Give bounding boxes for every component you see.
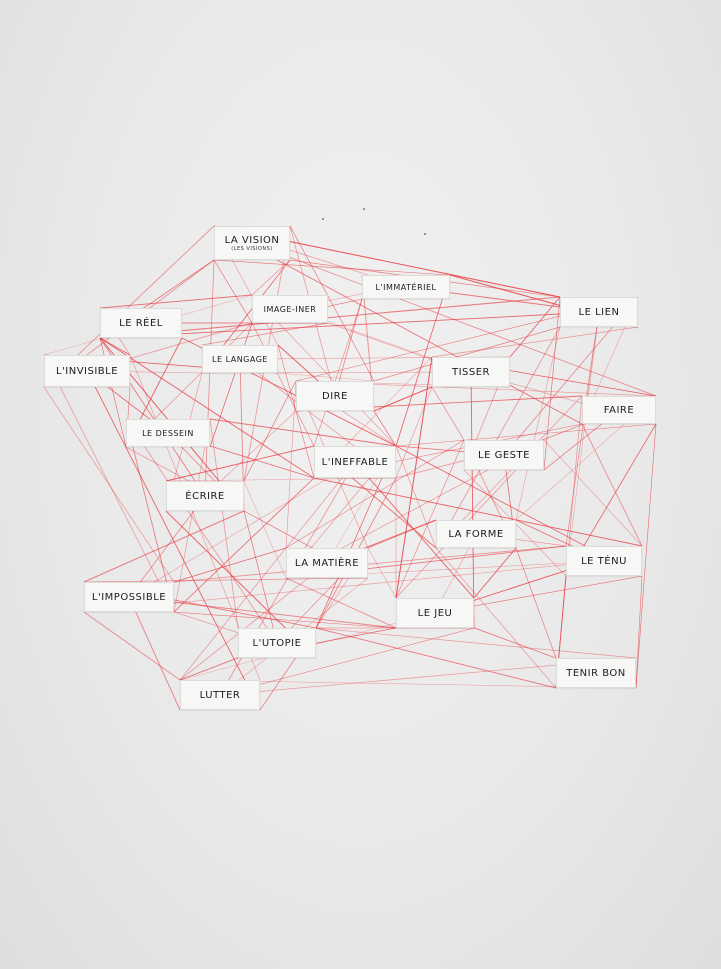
card-matiere: LA MATIÈRE xyxy=(286,548,368,578)
card-label: LA VISION xyxy=(225,235,280,246)
string-line xyxy=(316,628,556,688)
card-ecrire: ÉCRIRE xyxy=(166,481,244,511)
card-label: LE RÉEL xyxy=(119,318,163,329)
string-line xyxy=(244,381,296,481)
card-imageginer: IMAGE-INER xyxy=(252,295,328,323)
string-line xyxy=(244,481,286,578)
card-label: L'IMPOSSIBLE xyxy=(92,592,166,603)
pin-hole xyxy=(424,233,426,235)
string-line xyxy=(432,327,638,357)
card-impossible: L'IMPOSSIBLE xyxy=(84,582,174,612)
string-line xyxy=(214,260,252,323)
card-langage: LE LANGAGE xyxy=(202,345,278,373)
card-dessein: LE DESSEIN xyxy=(126,419,210,447)
card-tenu: LE TÉNU xyxy=(566,546,642,576)
pin-hole xyxy=(363,208,365,210)
card-forme: LA FORME xyxy=(436,520,516,548)
card-label: DIRE xyxy=(322,391,348,402)
card-label: L'INEFFABLE xyxy=(322,457,389,468)
string-line xyxy=(544,297,560,470)
string-line xyxy=(205,260,214,496)
string-line xyxy=(84,612,180,680)
card-immateriel: L'IMMATÉRIEL xyxy=(362,275,450,299)
card-label: L'UTOPIE xyxy=(253,638,302,649)
card-label: LE JEU xyxy=(418,608,453,619)
pin-hole xyxy=(322,218,324,220)
card-vision: LA VISION (LES VISIONS) xyxy=(214,226,290,260)
card-dire: DIRE xyxy=(296,381,374,411)
string-line xyxy=(432,387,464,440)
string-line xyxy=(202,323,328,345)
string-line xyxy=(210,323,252,447)
card-faire: FAIRE xyxy=(582,396,656,424)
string-line xyxy=(516,327,560,520)
string-line xyxy=(244,511,277,643)
card-label: ÉCRIRE xyxy=(185,491,224,502)
card-reel: LE RÉEL xyxy=(100,308,182,338)
card-invisible: L'INVISIBLE xyxy=(44,355,130,387)
string-line xyxy=(174,612,396,628)
string-line xyxy=(278,373,374,381)
card-tenirbon: TENIR BON xyxy=(556,658,636,688)
string-line xyxy=(636,576,642,688)
card-label: LUTTER xyxy=(200,690,241,701)
card-lien: LE LIEN xyxy=(560,297,638,327)
card-label: LE GESTE xyxy=(478,450,530,461)
card-label: IMAGE-INER xyxy=(264,304,317,315)
card-label: LE LIEN xyxy=(579,307,620,318)
string-line xyxy=(129,597,180,710)
card-label: LA MATIÈRE xyxy=(295,558,359,569)
card-label: TISSER xyxy=(452,367,490,378)
card-jeu: LE JEU xyxy=(396,598,474,628)
string-line xyxy=(396,387,432,478)
card-label: TENIR BON xyxy=(566,668,626,679)
card-label: LE DESSEIN xyxy=(142,428,194,439)
card-utopie: L'UTOPIE xyxy=(238,628,316,658)
card-label: LE LANGAGE xyxy=(212,354,268,365)
string-line xyxy=(510,297,560,357)
string-line xyxy=(286,381,296,548)
card-geste: LE GESTE xyxy=(464,440,544,470)
card-label: L'INVISIBLE xyxy=(56,366,118,377)
card-ineffable: L'INEFFABLE xyxy=(314,446,396,478)
string-line xyxy=(316,628,636,658)
card-sublabel: (LES VISIONS) xyxy=(231,246,273,252)
card-label: L'IMMATÉRIEL xyxy=(375,282,436,293)
string-line xyxy=(252,260,290,295)
card-tisser: TISSER xyxy=(432,357,510,387)
card-label: FAIRE xyxy=(604,405,634,416)
string-line xyxy=(286,578,396,628)
card-lutter: LUTTER xyxy=(180,680,260,710)
string-line xyxy=(582,424,642,546)
string-line xyxy=(374,387,432,411)
card-label: LE TÉNU xyxy=(581,556,627,567)
string-line xyxy=(44,355,174,612)
card-label: LA FORME xyxy=(448,529,503,540)
